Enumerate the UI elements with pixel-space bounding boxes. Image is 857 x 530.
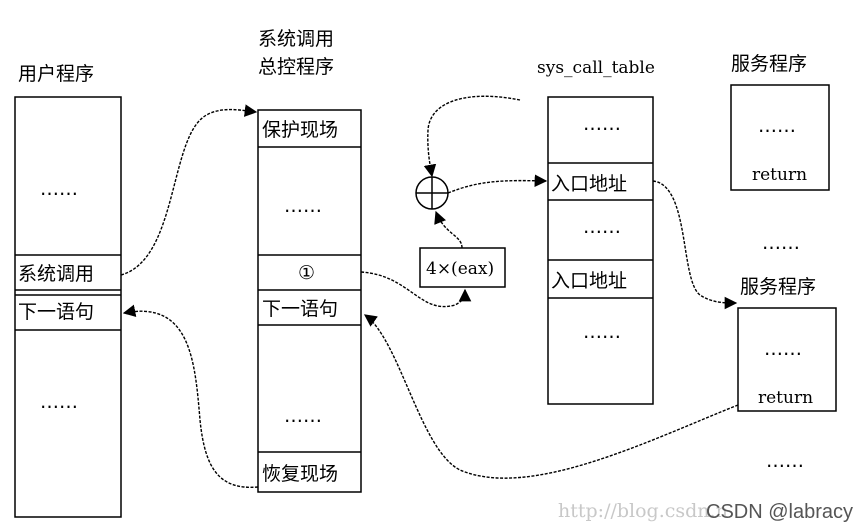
arrow-offset-to-adder <box>434 210 463 249</box>
dispatcher-dots-2: …… <box>284 405 322 427</box>
step-marker: ① <box>298 262 315 284</box>
dispatcher-dots-1: …… <box>284 195 322 217</box>
entry-address-2: 入口地址 <box>551 270 627 292</box>
sys-call-table: sys_call_table …… 入口地址 …… 入口地址 …… <box>537 58 655 405</box>
user-dots-2: …… <box>40 391 78 413</box>
restore-context-row: 恢复现场 <box>262 463 338 485</box>
arrow-restore-to-user <box>122 304 259 488</box>
offset-box <box>419 247 506 288</box>
service-1-title: 服务程序 <box>731 53 807 75</box>
service-1-return: return <box>752 165 807 185</box>
table-dots-3: …… <box>583 321 621 343</box>
watermark-url: http://blog.csdn.n <box>558 500 728 522</box>
dispatcher-title-1: 系统调用 <box>258 28 334 50</box>
user-syscall-row: 系统调用 <box>18 263 94 285</box>
syscall-dispatcher: 系统调用 总控程序 保护现场 …… ① 下一语句 …… 恢复现场 <box>257 28 362 493</box>
adder <box>415 176 449 210</box>
user-dots-1: …… <box>40 178 78 200</box>
entry-address-1: 入口地址 <box>551 173 627 195</box>
arrow-table-base-to-adder <box>423 95 521 178</box>
service-2-dots: …… <box>764 338 802 360</box>
service-routine-1: 服务程序 …… return <box>730 53 830 191</box>
arrow-syscall-to-save <box>120 104 258 276</box>
dispatcher-next-statement-row: 下一语句 <box>262 298 338 320</box>
table-dots-1: …… <box>583 113 621 135</box>
user-next-statement-row: 下一语句 <box>18 301 94 323</box>
arrow-adder-to-entry <box>447 174 548 194</box>
offset-label: 4×(eax) <box>426 259 494 279</box>
user-program-title: 用户程序 <box>18 63 94 85</box>
service-2-title: 服务程序 <box>740 276 816 298</box>
service-routine-2: 服务程序 …… return <box>737 276 837 412</box>
service-2-return: return <box>758 388 813 408</box>
dispatcher-title-2: 总控程序 <box>258 56 334 78</box>
user-program: 用户程序 …… 系统调用 下一语句 …… <box>14 63 122 518</box>
save-context-row: 保护现场 <box>262 119 338 141</box>
service-1-dots: …… <box>758 115 796 137</box>
arrow-entry-to-service <box>652 180 738 310</box>
bottom-dots: …… <box>766 450 804 472</box>
arrow-return-to-dispatcher <box>363 314 739 479</box>
sys-call-table-title: sys_call_table <box>537 58 655 78</box>
between-dots: …… <box>762 232 800 254</box>
table-dots-2: …… <box>583 216 621 238</box>
watermark-credit: CSDN @labracy <box>706 501 853 523</box>
arrow-step-to-offset <box>360 271 472 308</box>
